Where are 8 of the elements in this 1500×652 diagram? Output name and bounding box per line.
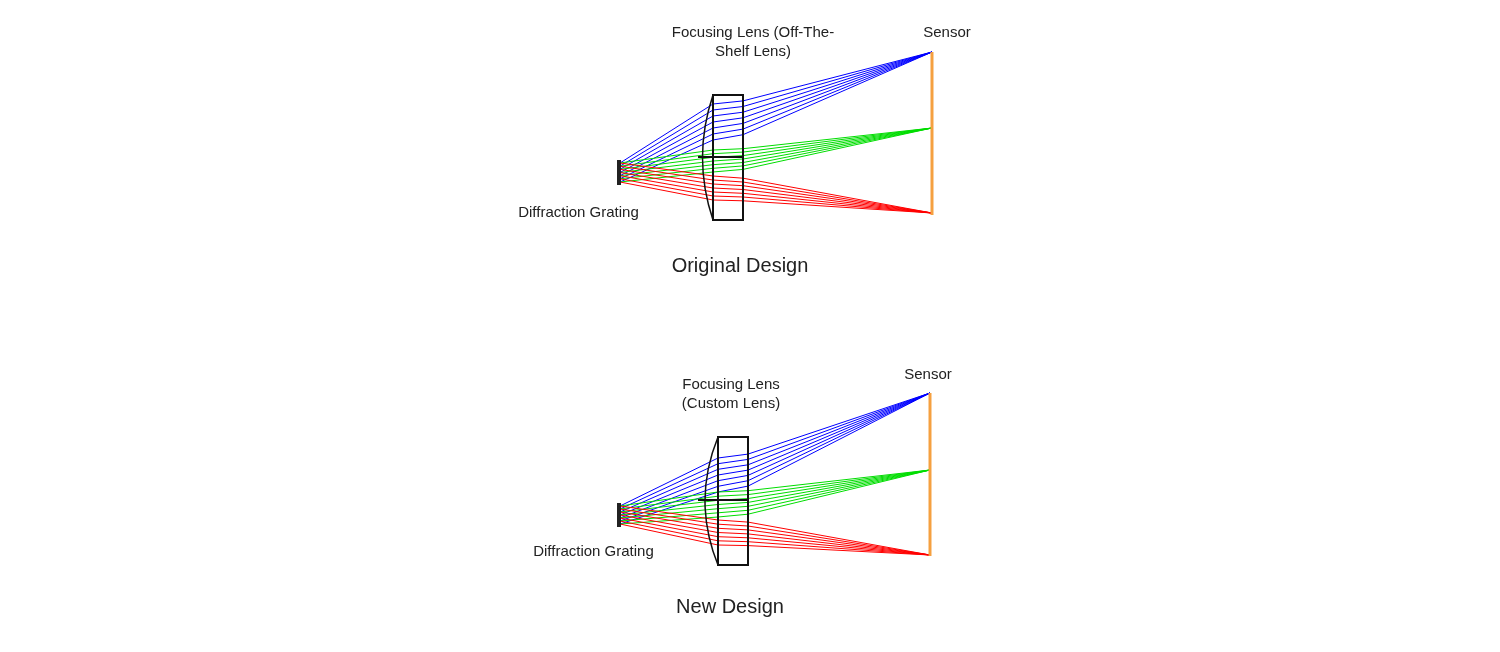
diagram-caption: Original Design: [670, 256, 810, 275]
part-label: Sensor: [903, 364, 953, 383]
part-label: Diffraction Grating: [532, 541, 655, 560]
diagram-caption: New Design: [675, 597, 785, 616]
part-label: Diffraction Grating: [517, 202, 640, 221]
part-label: Sensor: [922, 22, 972, 41]
part-label: Focusing Lens (Off-The-Shelf Lens): [670, 22, 836, 60]
part-label: Focusing Lens (Custom Lens): [680, 374, 782, 412]
